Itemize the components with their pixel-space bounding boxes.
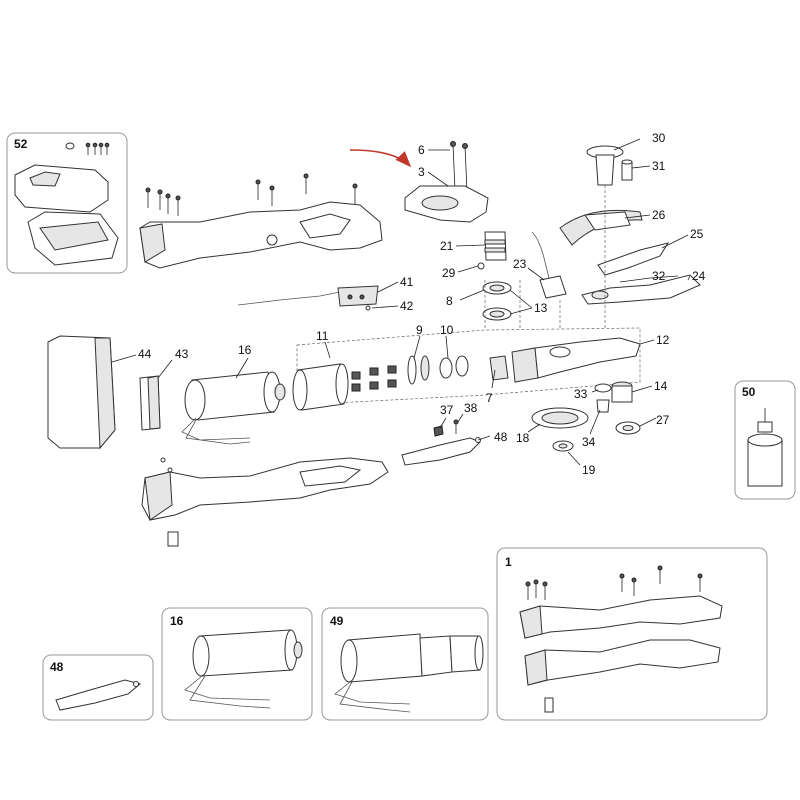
motor-16 (181, 371, 286, 445)
callout-8: 8 (446, 294, 453, 308)
box-52-battery-kit: 52 (6, 132, 128, 274)
callout-29: 29 (442, 266, 456, 280)
callout-44: 44 (138, 347, 152, 361)
callout-19: 19 (582, 463, 596, 477)
top-cover-3 (349, 141, 489, 223)
callout-48: 48 (494, 430, 508, 444)
gear-bearing-parts (477, 231, 567, 321)
box-title-50: 50 (742, 385, 756, 399)
lower-housing (141, 457, 389, 547)
callout-14: 14 (654, 379, 668, 393)
gearbox-11 (292, 355, 509, 411)
box-16-motor: 16 (161, 607, 313, 721)
callout-21: 21 (440, 239, 454, 253)
callout-11: 11 (316, 329, 329, 343)
box-49-drive: 49 (321, 607, 489, 721)
callout-27: 27 (656, 413, 670, 427)
callout-16: 16 (238, 343, 252, 357)
callout-41: 41 (400, 275, 414, 289)
callout-24: 24 (692, 269, 706, 283)
blade-stack-parts (559, 145, 701, 305)
callout-9: 9 (416, 323, 423, 337)
upper-housing-assembly (139, 173, 383, 269)
box-50-oil-bottle: 50 (734, 380, 796, 500)
callout-32: 32 (652, 269, 666, 283)
callout-7: 7 (486, 391, 493, 405)
battery-44 (47, 335, 161, 450)
callout-31: 31 (652, 159, 666, 173)
callout-30: 30 (652, 131, 666, 145)
callout-12: 12 (656, 333, 670, 347)
callout-37: 37 (440, 403, 454, 417)
callout-23: 23 (513, 257, 527, 271)
lower-gear-parts (531, 381, 641, 452)
callout-18: 18 (516, 431, 530, 445)
callout-38: 38 (464, 401, 478, 415)
callout-26: 26 (652, 208, 666, 222)
callout-42: 42 (400, 299, 414, 313)
trigger-parts (401, 419, 481, 466)
box-title-52: 52 (14, 137, 28, 151)
box-title-16: 16 (170, 614, 184, 628)
callout-25: 25 (690, 227, 704, 241)
box-1-assembly: 1 (496, 547, 768, 721)
box-title-1: 1 (505, 555, 512, 569)
box-title-49: 49 (330, 614, 344, 628)
callout-6: 6 (418, 143, 425, 157)
control-board-41 (237, 285, 379, 311)
box-48-trigger: 48 (42, 654, 154, 721)
callout-43: 43 (175, 347, 189, 361)
callout-13: 13 (534, 301, 548, 315)
red-arrow-indicator (349, 149, 412, 168)
callout-3: 3 (418, 165, 425, 179)
gear-head-12 (511, 337, 641, 383)
callout-33: 33 (574, 387, 588, 401)
screws-52 (85, 142, 110, 155)
callout-labels: 6 3 30 31 26 25 32 24 21 29 23 8 13 41 4… (138, 131, 706, 477)
screws-row-top (145, 173, 358, 216)
callout-34: 34 (582, 435, 596, 449)
box-title-48: 48 (50, 660, 64, 674)
leader-lines (111, 138, 691, 466)
callout-10: 10 (440, 323, 454, 337)
